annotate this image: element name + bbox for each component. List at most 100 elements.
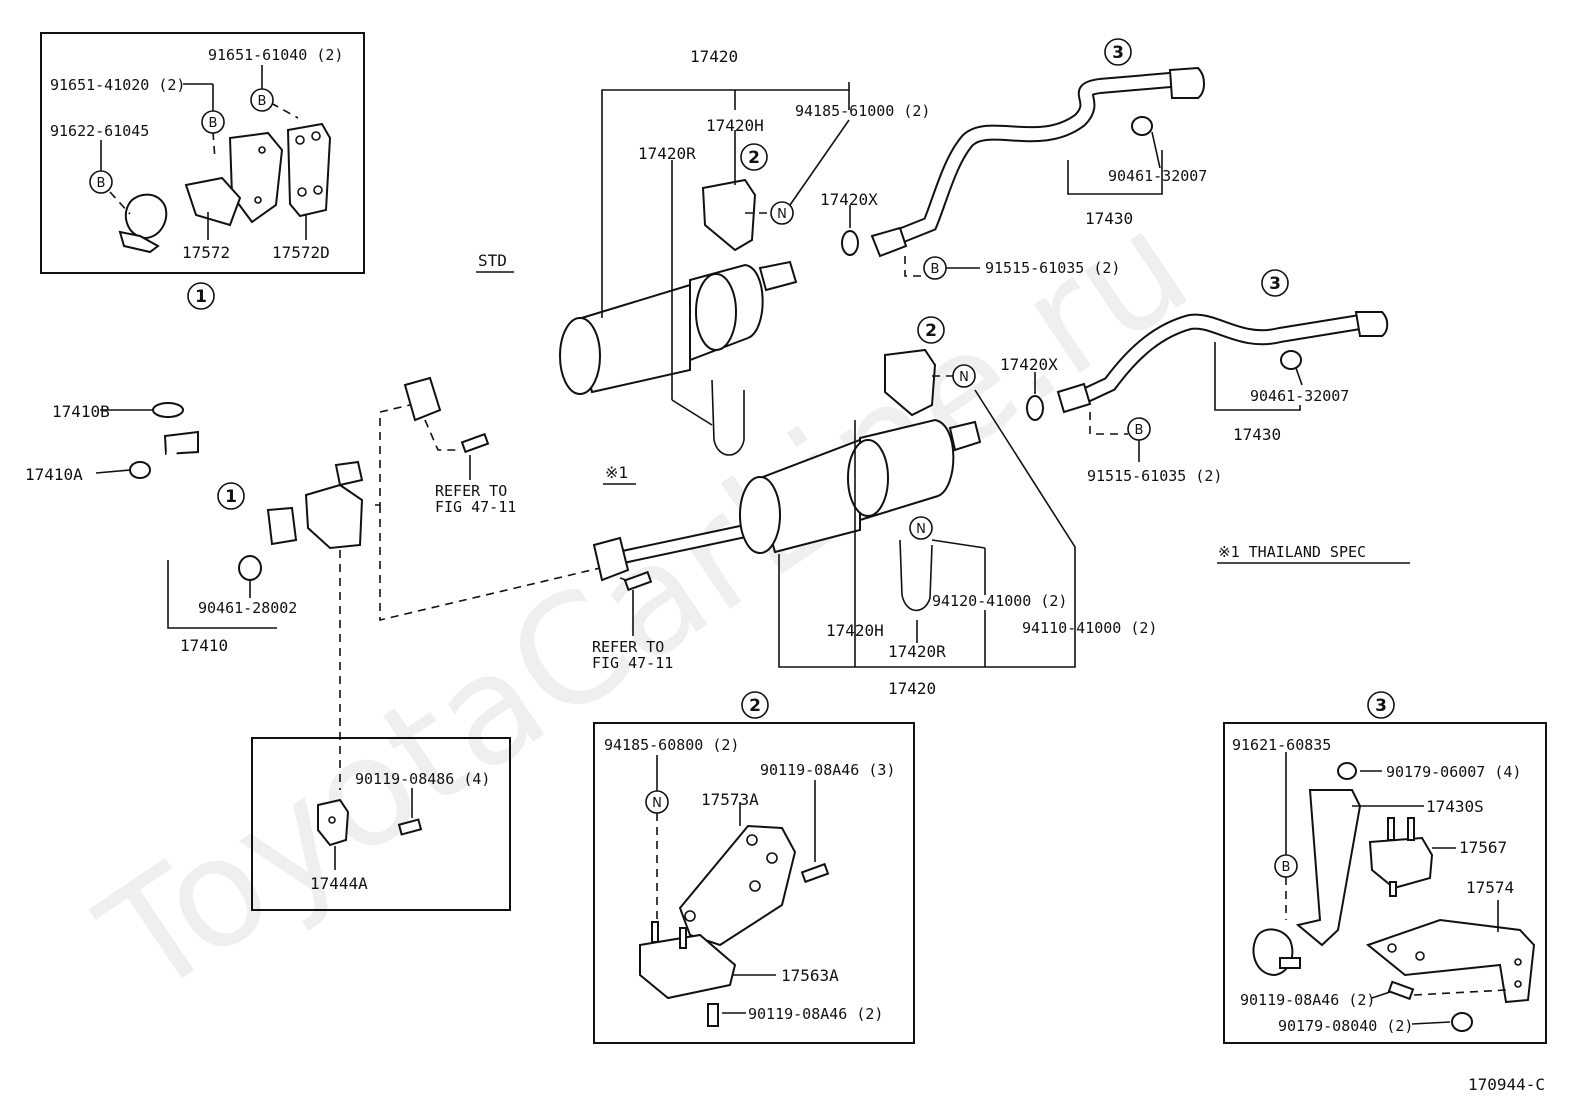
svg-text:B: B <box>97 176 106 191</box>
part-label: 17420X <box>1000 355 1058 374</box>
svg-text:2: 2 <box>925 321 937 341</box>
bolt-marker-b: B <box>923 256 947 280</box>
refer-note: REFER TO <box>592 638 664 656</box>
hanger-strap <box>899 539 933 612</box>
bolt-marker-b: B <box>1274 854 1298 878</box>
part-label: 17420H <box>826 621 884 640</box>
thai-muffler-17420 <box>592 418 982 582</box>
bracket-17573a <box>678 824 797 947</box>
svg-text:B: B <box>209 116 218 131</box>
svg-text:B: B <box>931 262 940 277</box>
clamp-90461-32007 <box>1131 116 1153 136</box>
bracket-17572d <box>286 122 332 218</box>
part-label: 94120-41000 (2) <box>932 592 1067 610</box>
callout-2: 2 <box>741 691 769 719</box>
part-label: 17567 <box>1459 838 1507 857</box>
detail-box-17444a <box>251 737 511 911</box>
insulator-17567 <box>1368 817 1434 897</box>
part-label: 91651-41020 (2) <box>50 76 185 94</box>
part-label: 17410B <box>52 402 110 421</box>
group-label-std: STD <box>478 251 507 270</box>
callout-3: 3 <box>1104 38 1132 66</box>
refer-note: REFER TO <box>435 482 507 500</box>
part-label: 17574 <box>1466 878 1514 897</box>
part-label: 17572D <box>272 243 330 262</box>
part-label: 17420H <box>706 116 764 135</box>
n-marker: N <box>909 516 933 540</box>
part-label: 17430S <box>1426 797 1484 816</box>
part-label: 94185-60800 (2) <box>604 736 739 754</box>
group-label-thai: ※1 <box>605 463 628 482</box>
bracket-17430s <box>1295 789 1362 947</box>
svg-text:B: B <box>1135 423 1144 438</box>
part-label: 17420R <box>888 642 946 661</box>
svg-text:B: B <box>258 94 267 109</box>
svg-text:2: 2 <box>748 148 760 168</box>
svg-text:1: 1 <box>195 287 207 307</box>
part-label: 90461-28002 <box>198 599 297 617</box>
bolt <box>460 432 490 454</box>
bracket-assembly-17572 <box>118 131 284 254</box>
std-muffler-17420 <box>403 260 798 422</box>
part-label: 91622-61045 <box>50 122 149 140</box>
callout-2: 2 <box>740 143 768 171</box>
mount-17563a <box>639 921 737 1000</box>
svg-text:N: N <box>777 207 787 222</box>
part-label: 90461-32007 <box>1250 387 1349 405</box>
svg-text:1: 1 <box>225 487 237 507</box>
bolt <box>623 570 653 592</box>
detail-box-2 <box>593 722 915 1044</box>
figure-id: 170944-C <box>1468 1075 1545 1094</box>
callout-1: 1 <box>187 282 215 310</box>
part-label: 90119-08A46 (3) <box>760 761 895 779</box>
nut-90179-08040 <box>1451 1012 1473 1032</box>
svg-text:2: 2 <box>749 696 761 716</box>
svg-text:N: N <box>916 522 926 537</box>
hanger-strap-17420r <box>711 379 745 456</box>
clamp-90461-32007 <box>1280 350 1302 370</box>
part-label: 17420X <box>820 190 878 209</box>
part-label: 91651-61040 (2) <box>208 46 343 64</box>
front-pipe-17410 <box>163 430 298 554</box>
tail-pipe-17430 <box>870 66 1205 258</box>
svg-text:3: 3 <box>1269 274 1281 294</box>
callout-1: 1 <box>217 482 245 510</box>
bolt-90119-08a46 <box>800 862 830 884</box>
part-label: 17572 <box>182 243 230 262</box>
part-label: 91515-61035 (2) <box>985 259 1120 277</box>
refer-note: FIG 47-11 <box>435 498 516 516</box>
callout-3: 3 <box>1367 691 1395 719</box>
part-label: 94110-41000 (2) <box>1022 619 1157 637</box>
part-label: 90119-08A46 (2) <box>748 1005 883 1023</box>
part-label: 91621-60835 <box>1232 736 1331 754</box>
refer-note: FIG 47-11 <box>592 654 673 672</box>
insulator <box>884 348 937 417</box>
part-label: 17420 <box>690 47 738 66</box>
bracket-17444a <box>317 798 350 847</box>
gasket-17410b <box>152 402 184 418</box>
bolt-marker-b: B <box>201 110 225 134</box>
part-label: 94185-61000 (2) <box>795 102 930 120</box>
detail-box-1 <box>40 32 365 274</box>
svg-text:3: 3 <box>1112 43 1124 63</box>
n-marker: N <box>952 364 976 388</box>
bracket-17574 <box>1365 918 1536 1004</box>
part-label: 90119-08A46 (2) <box>1240 991 1375 1009</box>
part-label: 17410A <box>25 465 83 484</box>
part-label: 17563A <box>781 966 839 985</box>
part-label: 90119-08486 (4) <box>355 770 490 788</box>
insulator-17420h <box>701 178 757 252</box>
svg-text:N: N <box>959 370 969 385</box>
callout-3: 3 <box>1261 269 1289 297</box>
part-label: 90179-08040 (2) <box>1278 1017 1413 1035</box>
bolt-90119-08a46 <box>1387 980 1415 1001</box>
plug-17410a <box>129 461 151 479</box>
svg-text:3: 3 <box>1375 696 1387 716</box>
part-label: 17420R <box>638 144 696 163</box>
gasket-17420x <box>841 230 859 256</box>
thailand-spec-note: ※1 THAILAND SPEC <box>1218 543 1366 561</box>
part-label: 17444A <box>310 874 368 893</box>
n-marker: N <box>770 201 794 225</box>
part-label: 90179-06007 (4) <box>1386 763 1521 781</box>
bolt-90119-08486 <box>397 818 423 836</box>
